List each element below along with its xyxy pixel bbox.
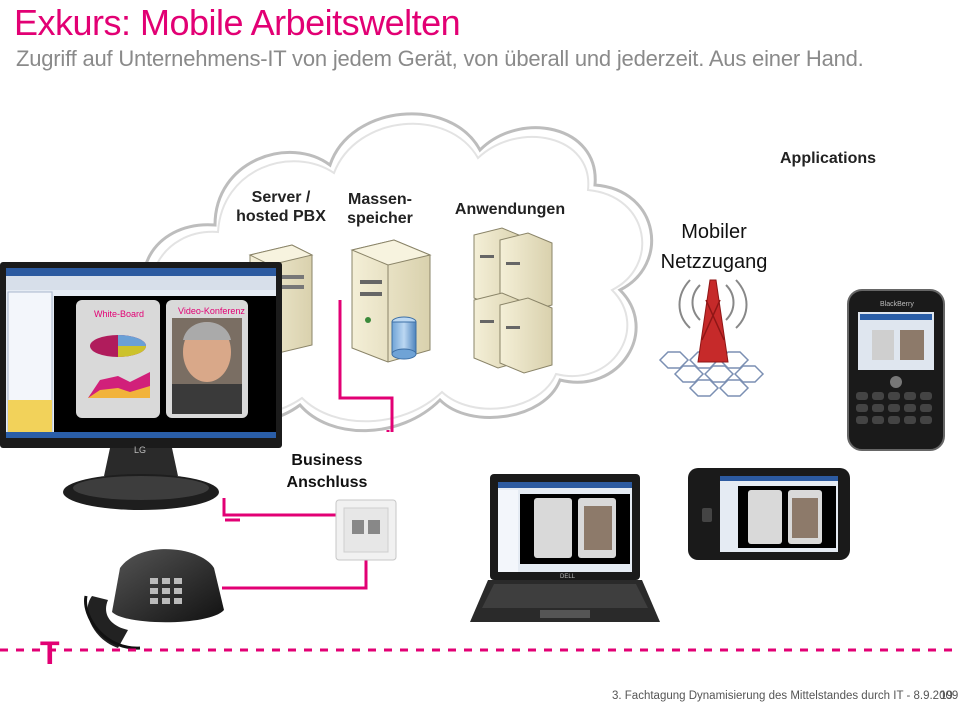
page-number: 19 xyxy=(940,690,953,702)
footer-event-text: 3. Fachtagung Dynamisierung des Mittelst… xyxy=(612,690,959,702)
mobile-access-line2: Netzzugang xyxy=(660,251,768,273)
storage-label: Massen- speicher xyxy=(340,190,420,228)
desk-phone-icon xyxy=(84,549,224,650)
laptop-brand-label: DELL xyxy=(560,574,576,580)
monitor-brand-label: LG xyxy=(134,445,146,455)
telekom-logo-icon: T xyxy=(40,635,60,671)
mobile-access-line1: Mobiler xyxy=(681,221,747,243)
server-label-line1: Server / xyxy=(251,189,311,206)
application-servers-icon xyxy=(473,227,553,374)
applications-label: Applications xyxy=(780,150,877,167)
antenna-icon xyxy=(658,279,765,397)
tablet-device xyxy=(688,468,850,560)
wall-socket-icon xyxy=(335,499,397,561)
smartphone-brand-label: BlackBerry xyxy=(880,301,914,308)
whiteboard-label: White-Board xyxy=(94,309,144,319)
storage-label-line1: Massen- xyxy=(347,191,413,208)
business-line1: Business xyxy=(291,452,363,469)
business-line2: Anschluss xyxy=(286,474,368,491)
network-wires xyxy=(222,300,394,590)
smartphone-device xyxy=(847,289,945,451)
video-conference-label: Video-Konferenz xyxy=(178,306,245,316)
slide-title: Exkurs: Mobile Arbeitswelten xyxy=(14,2,461,43)
applications-cloud-label: Anwendungen xyxy=(454,201,566,218)
server-label: Server / hosted PBX xyxy=(236,188,326,226)
monitor-device xyxy=(0,262,282,510)
storage-icon xyxy=(350,239,432,363)
server-label-line2: hosted PBX xyxy=(236,208,326,225)
slide-subtitle: Zugriff auf Unternehmens-IT von jedem Ge… xyxy=(16,46,864,71)
mobile-access-label: Mobiler Netzzugang xyxy=(644,217,784,277)
business-connection-label: Business Anschluss xyxy=(282,450,372,494)
laptop-device xyxy=(470,474,660,622)
storage-label-line2: speicher xyxy=(347,210,413,227)
